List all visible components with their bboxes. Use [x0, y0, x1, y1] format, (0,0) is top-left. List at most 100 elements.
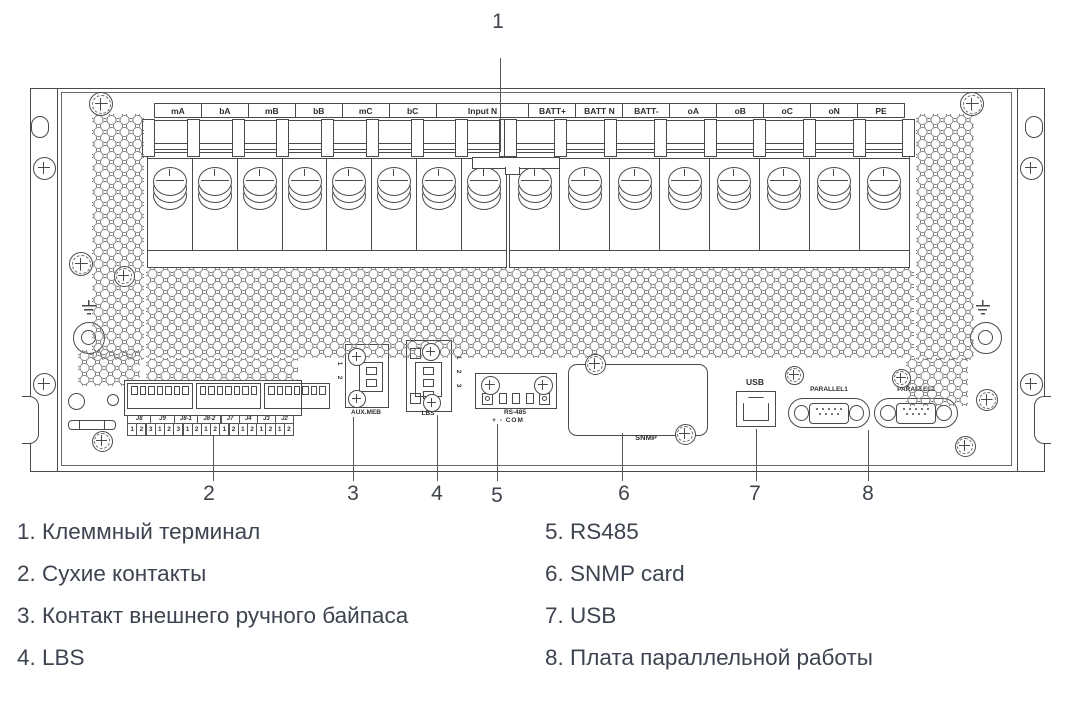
ground-stud-right [970, 322, 1002, 354]
screw-icon [533, 375, 553, 395]
rs485-pins [482, 392, 550, 405]
screw-terminal [553, 119, 610, 267]
callout-number: 8 [862, 482, 874, 505]
screw-icon [960, 92, 984, 116]
lbs-socket [415, 362, 442, 399]
screw-icon [674, 423, 696, 445]
screw-icon [954, 435, 976, 457]
callout-number: 6 [618, 482, 630, 505]
usb-port [736, 391, 776, 427]
terminal-screw-icon [867, 167, 902, 213]
screw-icon [89, 92, 113, 116]
handle-slot [68, 420, 116, 430]
screw-icon [480, 375, 500, 395]
rs485-label: RS-485 [503, 409, 527, 416]
terminal-block-right [504, 119, 915, 268]
callout-number: 3 [347, 482, 359, 505]
screw-terminal [410, 119, 462, 267]
terminal-label-cell: mB [247, 103, 296, 118]
screw-terminal [753, 119, 809, 267]
vent-mesh [146, 358, 298, 382]
rs485-pin-legend: + - COM [492, 417, 524, 424]
screw-terminal [504, 119, 560, 267]
screw-icon [32, 156, 56, 180]
callout-leader-line [437, 415, 438, 481]
callout-leader-line [622, 433, 623, 481]
screw-icon [348, 348, 366, 366]
legend-item: 1. Клеммный терминал [17, 519, 261, 544]
vent-mesh [146, 268, 914, 358]
terminal-label-cell: bB [294, 103, 343, 118]
screw-post-icon [794, 405, 810, 421]
terminal-label-cell: oN [810, 103, 859, 118]
aux-meb-label: AUX.MEB [351, 409, 381, 416]
legend-item: 8. Плата параллельной работы [545, 645, 873, 670]
pin-number: 2 [336, 375, 343, 380]
parallel1-port [788, 398, 870, 428]
terminal-screw-icon [153, 167, 188, 213]
callout-leader-line [497, 424, 498, 481]
screw-icon [423, 394, 441, 412]
terminal-screw-icon [198, 167, 233, 213]
terminal-label-cell: BATT+ [528, 103, 577, 118]
pin-number: 1 [336, 361, 343, 366]
screw-icon [32, 372, 56, 396]
snmp-slot-plate [568, 364, 708, 436]
pin-number: 2 [455, 369, 462, 374]
ear-notch-left [22, 396, 39, 444]
legend-item: 7. USB [545, 603, 617, 628]
terminal-label-cell: bA [200, 103, 249, 118]
usb-label: USB [746, 377, 764, 387]
screw-icon [891, 368, 911, 388]
vent-mesh [906, 358, 968, 406]
vent-mesh [916, 114, 974, 360]
terminal-screw-icon [817, 167, 852, 213]
screw-terminal [365, 119, 417, 267]
chassis-inner-outline [61, 92, 1012, 466]
dry-contact-connectors [124, 380, 330, 416]
screw-terminal [186, 119, 238, 267]
screw-terminal [653, 119, 710, 267]
screw-icon [91, 430, 113, 452]
legend-item: 5. RS485 [545, 519, 639, 544]
screw-terminal [803, 119, 859, 267]
terminal-center-bracket-stem [505, 167, 520, 175]
screw-icon [976, 389, 998, 411]
screw-icon [67, 392, 85, 410]
screw-post-icon [848, 405, 864, 421]
ground-symbol-icon [975, 300, 990, 315]
db9-connector-icon [809, 402, 849, 424]
screw-icon [113, 265, 135, 287]
callout-leader-line [353, 417, 354, 481]
terminal-screw-icon [377, 167, 412, 213]
callout-leader-line [500, 58, 501, 152]
terminal-label-cell: Input N [435, 103, 530, 118]
terminal-label-cell: oB [716, 103, 765, 118]
dry-contact-pin-cell: 2 [283, 423, 294, 436]
screw-terminal [276, 119, 327, 267]
screw-icon [348, 390, 366, 408]
callout-number: 2 [203, 482, 215, 505]
terminal-screw-icon [617, 167, 652, 213]
screw-icon [1019, 372, 1043, 396]
screw-icon [584, 353, 606, 375]
screw-post-icon [880, 405, 896, 421]
dry-contact-group [264, 383, 330, 409]
terminal-screw-icon [421, 167, 456, 213]
ear-slot-right [1025, 116, 1043, 138]
terminal-screw-icon [767, 167, 802, 213]
terminal-label-cell: PE [857, 103, 906, 118]
ear-slot-left [31, 116, 49, 138]
callout-leader-line [756, 429, 757, 481]
usb-port-inner [743, 397, 769, 421]
terminal-screw-icon [517, 167, 552, 213]
terminal-screw-icon [287, 167, 322, 213]
terminal-screw-icon [717, 167, 752, 213]
terminal-screw-icon [466, 167, 501, 213]
terminal-screw-icon [242, 167, 277, 213]
